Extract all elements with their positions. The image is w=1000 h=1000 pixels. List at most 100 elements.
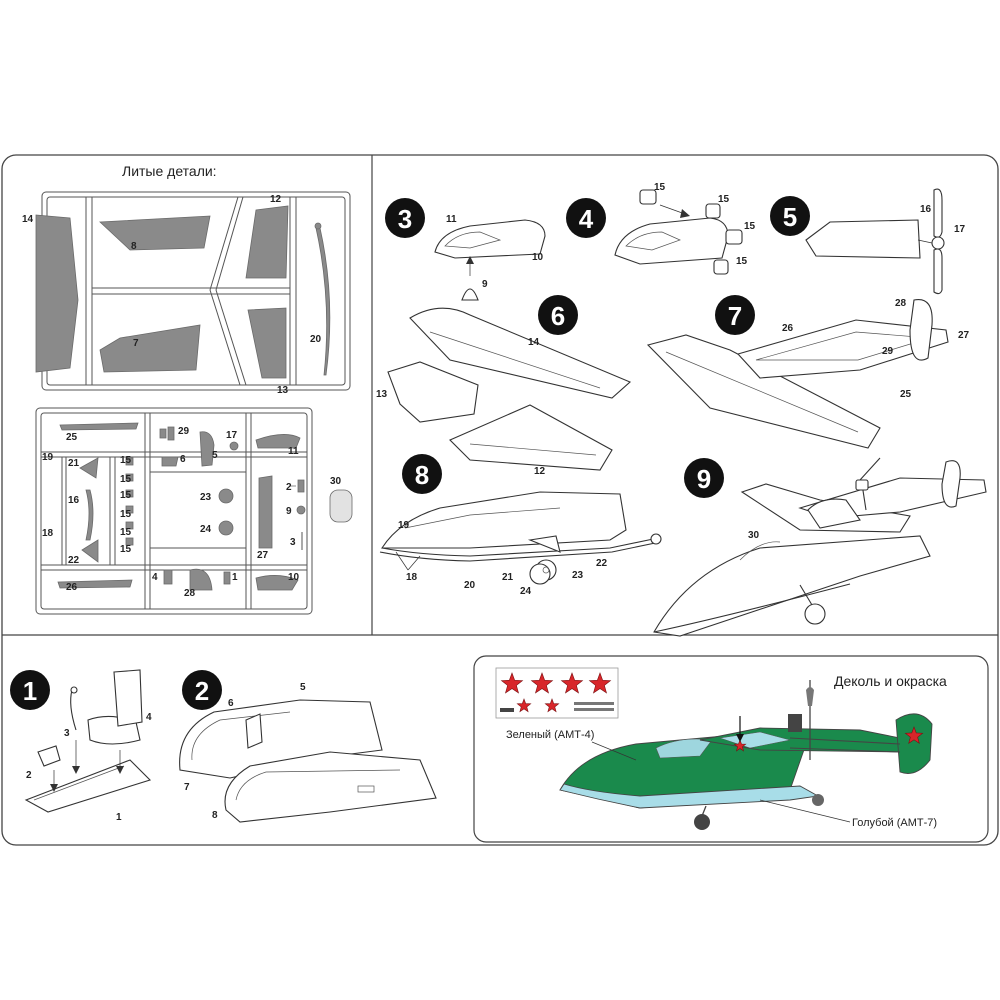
label-4: 4 — [152, 572, 158, 583]
label-7: 7 — [184, 782, 190, 793]
label-28: 28 — [184, 588, 196, 599]
part-8-fuselage-half — [224, 751, 437, 823]
part-8-fuselage-half — [99, 215, 211, 251]
label-2: 2 — [26, 770, 32, 781]
label-15: 15 — [120, 509, 132, 520]
fuselage-green — [559, 729, 807, 809]
wing-assembly — [646, 334, 881, 449]
label-8: 8 — [131, 241, 137, 252]
label-27: 27 — [958, 330, 970, 341]
label-18: 18 — [406, 572, 418, 583]
part-13-stabilizer — [247, 307, 287, 379]
label-14: 14 — [22, 214, 34, 225]
wing-star-insignia — [733, 739, 747, 752]
assembled-nacelle — [807, 498, 861, 529]
part-14-fin — [35, 214, 79, 373]
label-15: 15 — [120, 474, 132, 485]
label-21: 21 — [502, 572, 514, 583]
decal-paint-panel: Деколь и окраска — [473, 655, 989, 843]
step-6: 6 14 13 12 — [376, 295, 632, 477]
step-1-number: 1 — [23, 676, 37, 706]
step-1: 1 3 4 2 1 — [10, 669, 152, 823]
green-color-label: Зеленый (АМТ-4) — [506, 729, 594, 741]
part-24-wheel — [529, 563, 551, 585]
step-9-number: 9 — [697, 464, 711, 494]
label-1: 1 — [232, 572, 238, 583]
label-19: 19 — [398, 520, 410, 531]
label-30: 30 — [330, 476, 342, 487]
label-24: 24 — [200, 524, 212, 535]
star-decal — [500, 672, 524, 694]
step-2-number: 2 — [195, 676, 209, 706]
label-15: 15 — [120, 455, 132, 466]
label-23: 23 — [200, 492, 212, 503]
label-26: 26 — [66, 582, 78, 593]
star-decal — [544, 698, 560, 713]
part-15-cylinder — [705, 203, 721, 219]
label-2: 2 — [286, 482, 292, 493]
step-6-number: 6 — [551, 301, 565, 331]
label-15: 15 — [718, 194, 730, 205]
part-15-cylinder — [639, 189, 657, 205]
label-19: 19 — [42, 452, 54, 463]
label-12: 12 — [270, 194, 282, 205]
part-28-fin — [909, 298, 933, 361]
part-12-stabilizer — [245, 205, 289, 279]
step-4: 4 15 15 15 15 — [566, 182, 756, 275]
label-6: 6 — [228, 698, 234, 709]
label-10: 10 — [288, 572, 300, 583]
assembled-fin — [941, 460, 961, 508]
label-9: 9 — [482, 279, 488, 290]
fin-star-insignia — [904, 726, 924, 744]
part-20-skid — [315, 227, 331, 376]
label-11: 11 — [288, 446, 299, 457]
label-15: 15 — [654, 182, 666, 193]
label-15: 15 — [120, 544, 132, 555]
label-1: 1 — [116, 812, 122, 823]
label-13: 13 — [277, 385, 289, 396]
label-15: 15 — [736, 256, 748, 267]
label-13: 13 — [376, 389, 388, 400]
step-7-number: 7 — [728, 301, 742, 331]
propeller-blade — [933, 188, 943, 238]
casting-parts-panel: Литые детали: 14 8 12 7 — [22, 163, 353, 615]
assembled-fuselage — [653, 535, 931, 637]
label-25: 25 — [66, 432, 78, 443]
label-10: 10 — [532, 252, 544, 263]
label-18: 18 — [42, 528, 54, 539]
star-decal — [530, 672, 554, 694]
label-14: 14 — [528, 337, 540, 348]
part-15-cylinder — [713, 259, 729, 275]
label-22: 22 — [596, 558, 608, 569]
label-8: 8 — [212, 810, 218, 821]
part-3-stick — [70, 689, 77, 731]
label-3: 3 — [290, 537, 296, 548]
label-20: 20 — [310, 334, 322, 345]
label-3: 3 — [64, 728, 70, 739]
part-7-fuselage-half — [99, 324, 201, 373]
part-7-fuselage-half — [179, 699, 383, 779]
assembled-wheel — [804, 603, 826, 625]
label-26: 26 — [782, 323, 794, 334]
part-22-strut — [527, 535, 561, 553]
step-5: 5 16 17 — [770, 188, 966, 295]
step-7: 7 28 26 27 29 25 — [646, 295, 970, 449]
decal-sheet — [495, 667, 619, 719]
label-22: 22 — [68, 555, 80, 566]
label-16: 16 — [68, 495, 80, 506]
part-1-floor — [24, 759, 152, 813]
part-9-spinner — [461, 288, 479, 301]
label-29: 29 — [178, 426, 190, 437]
label-21: 21 — [68, 458, 80, 469]
label-4: 4 — [146, 712, 152, 723]
label-12: 12 — [534, 466, 546, 477]
fuselage-hull — [380, 491, 627, 549]
propeller-blade — [933, 248, 943, 295]
step-9: 9 30 — [653, 457, 987, 637]
step-4-number: 4 — [579, 204, 594, 234]
sprue-b: 25 29 17 6 5 11 19 21 15 15 15 15 15 15 … — [35, 407, 353, 615]
label-28: 28 — [895, 298, 907, 309]
label-5: 5 — [212, 450, 218, 461]
blue-color-label: Голубой (АМТ-7) — [852, 817, 937, 829]
label-23: 23 — [572, 570, 584, 581]
